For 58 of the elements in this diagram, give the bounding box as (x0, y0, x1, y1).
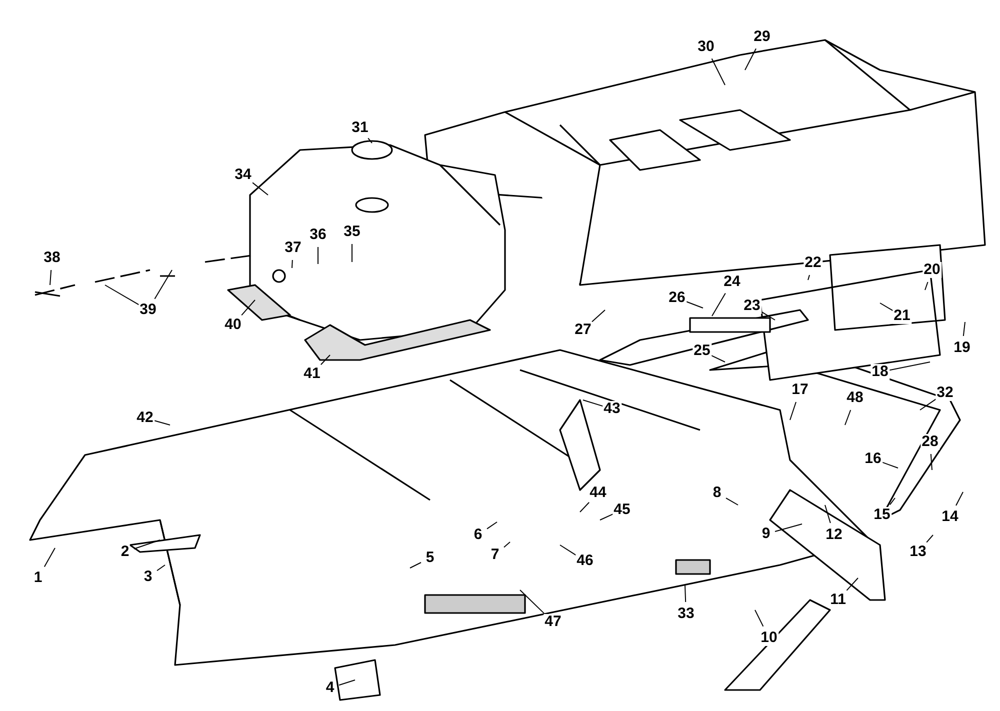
leader-line (790, 402, 796, 420)
leader-line (930, 454, 932, 470)
leader-line (368, 138, 372, 144)
leader-line (846, 578, 858, 591)
leader-line (956, 492, 964, 506)
leader-line (520, 590, 544, 614)
callout-number: 25 (692, 343, 712, 359)
callout-number: 18 (870, 364, 890, 380)
callout-number: 34 (234, 167, 252, 183)
callout-number: 15 (872, 507, 892, 523)
leader-line (486, 522, 498, 530)
callout-number: 32 (936, 385, 954, 401)
leader-line (920, 398, 936, 410)
leader-line (134, 540, 160, 550)
leader-line (808, 274, 810, 280)
leader-line (560, 544, 576, 556)
leader-line (592, 310, 606, 322)
leader-line (712, 292, 726, 316)
leader-line (320, 354, 330, 366)
leader-line (926, 534, 934, 543)
leader-line (760, 311, 776, 320)
leader-line (889, 498, 896, 506)
leader-line (600, 514, 614, 520)
leader-line (924, 282, 928, 290)
leader-line (711, 58, 726, 86)
leader-line (726, 498, 738, 506)
leader-line (104, 284, 140, 306)
leader-line (50, 270, 52, 286)
leader-line (888, 362, 930, 371)
leader-line (580, 502, 590, 512)
leader-line (824, 504, 831, 524)
leader-line (252, 182, 268, 196)
leader-line (156, 564, 166, 572)
leader-line (844, 410, 852, 426)
leader-line (962, 322, 966, 336)
leader-line (44, 548, 56, 568)
leader-line (686, 301, 704, 308)
leader-line (154, 420, 170, 426)
leader-line (582, 400, 604, 407)
leader-line (410, 562, 422, 568)
leader-line (292, 260, 293, 268)
callout-number: 21 (892, 308, 912, 324)
leader-line (744, 48, 756, 70)
leader-line (241, 300, 256, 316)
callout-number: 20 (922, 262, 942, 278)
callout-number: 10 (760, 630, 778, 646)
callout-number: 23 (742, 298, 762, 314)
leader-line (154, 270, 172, 300)
leader-line (684, 584, 686, 602)
leader-line (710, 354, 726, 362)
callout-number: 45 (612, 502, 632, 518)
leader-line (774, 524, 802, 532)
leader-line (504, 542, 510, 548)
callout-number: 28 (920, 434, 940, 450)
leader-line (880, 302, 894, 312)
leader-line (754, 610, 764, 627)
leader-line (882, 462, 898, 468)
leader-line (338, 680, 356, 686)
